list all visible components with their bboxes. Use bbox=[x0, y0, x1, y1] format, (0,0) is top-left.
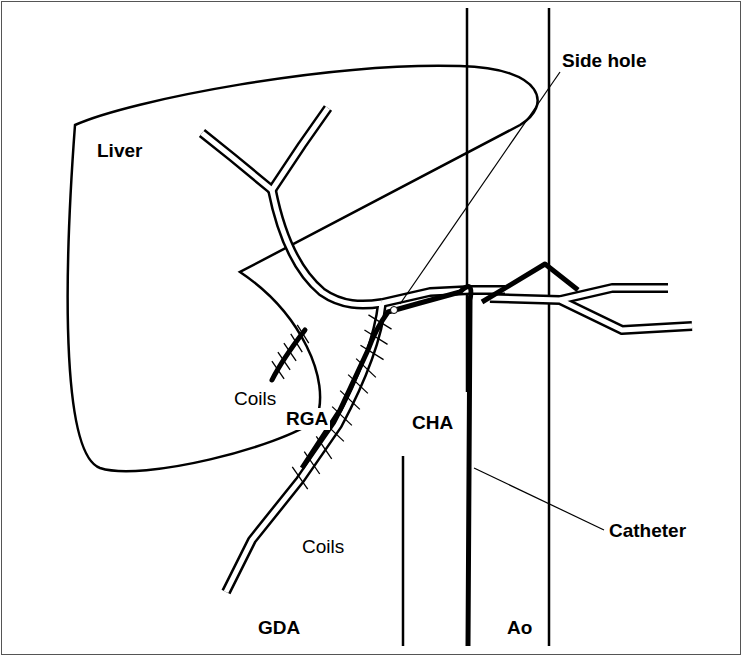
right-gastric-artery bbox=[272, 330, 305, 380]
vessel-label: GDA bbox=[256, 617, 302, 639]
device-label: Catheter bbox=[607, 520, 688, 542]
vessel-label: CHA bbox=[410, 412, 455, 434]
coil-winding bbox=[278, 352, 290, 370]
leader-line bbox=[400, 72, 560, 304]
coil-winding bbox=[348, 375, 368, 394]
coil-winding bbox=[291, 334, 303, 352]
coil-winding bbox=[297, 325, 309, 343]
coil-winding bbox=[292, 467, 307, 489]
coil-winding bbox=[368, 315, 391, 329]
side-hole bbox=[391, 307, 398, 314]
vessel-label: RGA bbox=[284, 408, 330, 430]
coil-label: Coils bbox=[232, 388, 278, 410]
vessels bbox=[202, 108, 692, 592]
coil-winding bbox=[364, 330, 387, 344]
coils bbox=[272, 315, 392, 489]
coil-winding bbox=[284, 343, 296, 361]
catheter bbox=[302, 287, 471, 646]
organ-label: Liver bbox=[95, 140, 144, 162]
coil-winding bbox=[356, 359, 376, 378]
aorta-wall bbox=[402, 456, 405, 646]
coil-winding bbox=[360, 345, 383, 359]
coil-winding bbox=[304, 452, 319, 474]
aorta-wall bbox=[548, 8, 551, 646]
coil-label: Coils bbox=[300, 536, 346, 558]
vessel-label: Ao bbox=[505, 617, 534, 639]
leader-line bbox=[474, 468, 604, 530]
coil-winding bbox=[272, 361, 284, 379]
coil-winding bbox=[316, 436, 331, 458]
coil-winding bbox=[340, 391, 360, 410]
coil-winding bbox=[332, 407, 352, 426]
callout-label: Side hole bbox=[560, 50, 648, 72]
occluded-artery bbox=[482, 264, 578, 302]
